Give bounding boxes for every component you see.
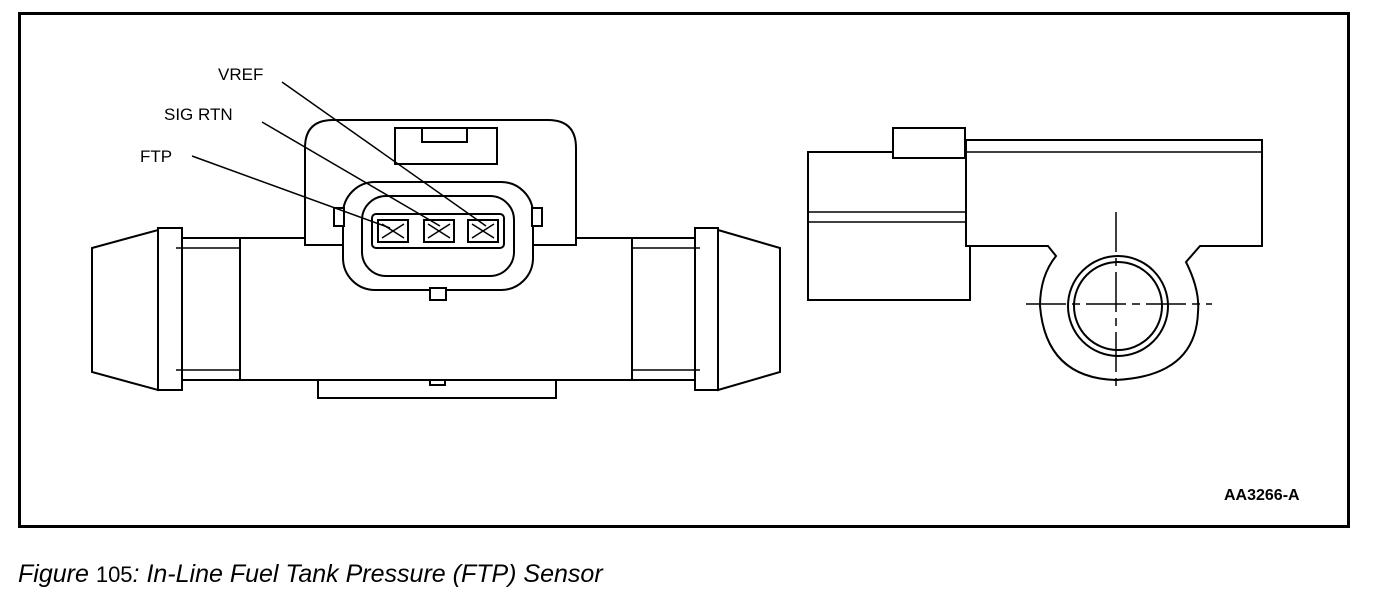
label-ftp: FTP: [140, 147, 172, 166]
pin-vref: [467, 219, 499, 243]
right-barb-cone: [717, 228, 781, 392]
pin-cavity-band: [371, 213, 505, 249]
side-connector-block: [807, 151, 971, 301]
connector-side-notch-left: [333, 207, 345, 227]
pin-sig-rtn: [423, 219, 455, 243]
side-connector-latch: [892, 127, 966, 159]
right-barb-collar: [694, 227, 719, 391]
label-sig-rtn: SIG RTN: [164, 105, 233, 124]
caption-number: 105: [95, 562, 133, 587]
caption-title: : In-Line Fuel Tank Pressure (FTP) Senso…: [132, 560, 603, 588]
connector-key: [429, 287, 447, 301]
left-barb-collar: [157, 227, 183, 391]
leader-vref: [281, 81, 487, 227]
sensor-front-view: VREF SIG RTN FTP: [91, 65, 781, 399]
label-vref: VREF: [218, 65, 263, 84]
connector-socket-inner: [361, 195, 515, 277]
figure-caption: Figure 105: In-Line Fuel Tank Pressure (…: [18, 560, 603, 589]
leader-ftp: [191, 155, 391, 229]
port-inner-ring: [1073, 261, 1163, 351]
port-outer-ring: [1067, 255, 1169, 357]
sensor-side-view: [807, 127, 1263, 386]
connector-latch-tab: [421, 127, 468, 143]
left-barb-ring: [175, 237, 241, 381]
figure-code: AA3266-A: [1224, 487, 1300, 504]
connector-side-notch-right: [531, 207, 543, 227]
side-main-body: [965, 139, 1263, 382]
caption-prefix: Figure: [18, 560, 89, 588]
left-barb-cone: [91, 228, 159, 392]
right-barb-ring: [631, 237, 701, 381]
diagram-frame: [18, 12, 1350, 528]
leader-sig-rtn: [261, 121, 441, 227]
